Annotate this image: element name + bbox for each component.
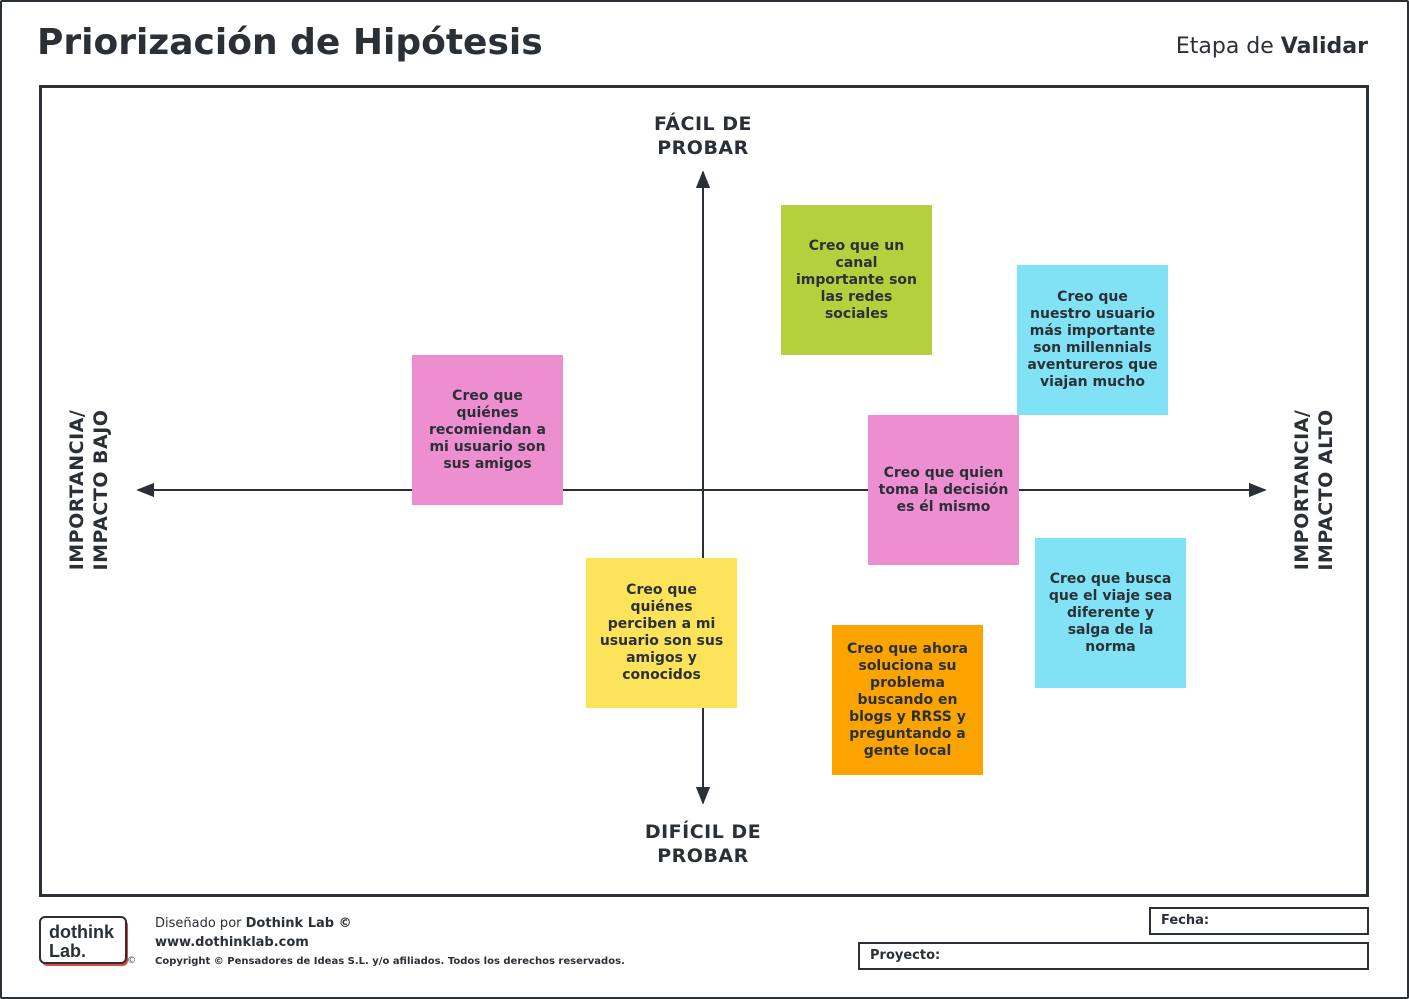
sticky-note-text: Creo que quiénes recomiendan a mi usuari… bbox=[429, 387, 546, 472]
sticky-note-text: Creo que nuestro usuario más importante … bbox=[1027, 289, 1158, 390]
project-field[interactable]: Proyecto: bbox=[858, 942, 1369, 970]
axis-label-line: IMPORTANCIA/ bbox=[66, 409, 88, 571]
logo-text-line1: dothink bbox=[49, 922, 115, 942]
axis-label-easy-to-test: FÁCIL DE PROBAR bbox=[603, 112, 803, 160]
sticky-note[interactable]: Creo que busca que el viaje sea diferent… bbox=[1035, 538, 1186, 688]
axis-label-line: FÁCIL DE bbox=[654, 113, 752, 135]
sticky-note[interactable]: Creo que quiénes perciben a mi usuario s… bbox=[586, 558, 737, 708]
sticky-note[interactable]: Creo que quien toma la decisión es él mi… bbox=[868, 415, 1019, 565]
sticky-note-text: Creo que quien toma la decisión es él mi… bbox=[878, 464, 1009, 515]
axis-label-hard-to-test: DIFÍCIL DE PROBAR bbox=[603, 820, 803, 868]
sticky-note-text: Creo que ahora soluciona su problema bus… bbox=[847, 640, 968, 759]
sticky-note[interactable]: Creo que ahora soluciona su problema bus… bbox=[832, 625, 983, 775]
axis-label-line: IMPACTO BAJO bbox=[90, 409, 112, 571]
stage-prefix: Etapa de bbox=[1175, 34, 1274, 59]
axis-label-line: IMPORTANCIA/ bbox=[1291, 409, 1313, 571]
axis-label-high-impact: IMPORTANCIA/ IMPACTO ALTO bbox=[1290, 360, 1338, 620]
stage-name: Validar bbox=[1280, 34, 1368, 59]
sticky-note[interactable]: Creo que un canal importante son las red… bbox=[781, 205, 932, 355]
dothink-lab-logo: dothink Lab. bbox=[39, 916, 128, 966]
matrix-canvas bbox=[39, 85, 1369, 897]
website-link[interactable]: www.dothinklab.com bbox=[155, 935, 309, 950]
date-field[interactable]: Fecha: bbox=[1149, 907, 1369, 935]
date-field-label: Fecha: bbox=[1161, 913, 1210, 928]
stage-indicator: Etapa de Validar bbox=[1176, 34, 1368, 59]
axis-label-line: PROBAR bbox=[657, 845, 749, 867]
page-title: Priorización de Hipótesis bbox=[37, 22, 543, 63]
axis-label-line: PROBAR bbox=[657, 137, 749, 159]
designed-by-name: Dothink Lab © bbox=[245, 916, 352, 931]
copyright-text: Copyright © Pensadores de Ideas S.L. y/o… bbox=[155, 956, 625, 967]
sticky-note-text: Creo que quiénes perciben a mi usuario s… bbox=[599, 582, 724, 683]
axis-label-line: DIFÍCIL DE bbox=[644, 821, 762, 843]
sticky-note[interactable]: Creo que quiénes recomiendan a mi usuari… bbox=[412, 355, 563, 505]
axis-label-line: IMPACTO ALTO bbox=[1315, 409, 1337, 571]
sticky-note-text: Creo que un canal importante son las red… bbox=[795, 237, 918, 322]
sticky-note-text: Creo que busca que el viaje sea diferent… bbox=[1048, 570, 1173, 655]
project-field-label: Proyecto: bbox=[870, 948, 941, 963]
logo-copyright-mark: © bbox=[127, 956, 136, 966]
sticky-note[interactable]: Creo que nuestro usuario más importante … bbox=[1017, 265, 1168, 415]
logo-text-line2: Lab. bbox=[49, 941, 86, 961]
designed-by-prefix: Diseñado por bbox=[155, 916, 242, 931]
designed-by: Diseñado por Dothink Lab © bbox=[155, 916, 352, 931]
axis-label-low-impact: IMPORTANCIA/ IMPACTO BAJO bbox=[65, 360, 113, 620]
